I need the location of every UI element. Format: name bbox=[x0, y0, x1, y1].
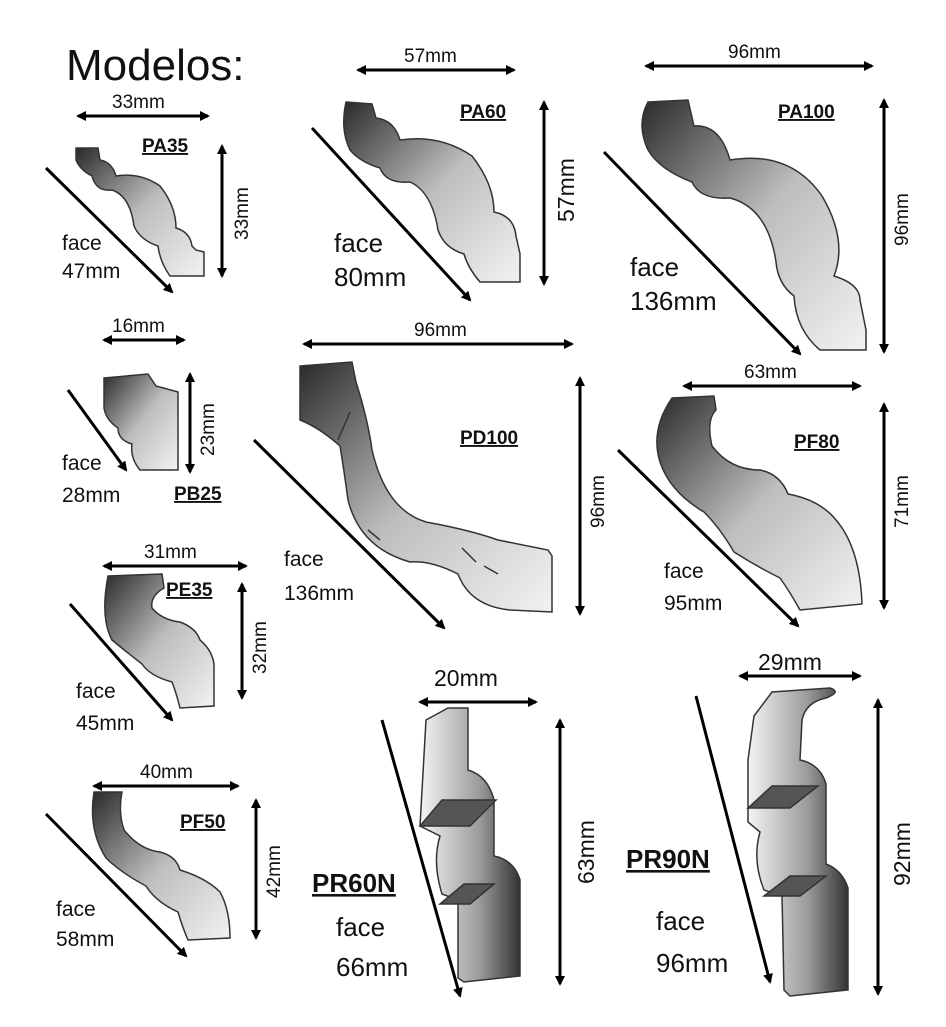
profile-pa100 bbox=[641, 99, 867, 351]
model-pa100: 96mm 96mm PA100 face 136mm bbox=[602, 42, 913, 356]
face-label-pe35: face bbox=[76, 680, 116, 703]
width-label-pe35: 31mm bbox=[144, 542, 197, 563]
face-value-pf50: 58mm bbox=[56, 928, 114, 951]
code-label-pa60: PA60 bbox=[460, 102, 506, 123]
face-label-pd100: face bbox=[284, 548, 324, 571]
profile-pb25 bbox=[103, 373, 179, 471]
face-value-pf80: 95mm bbox=[664, 592, 722, 615]
model-pd100: 96mm 96mm PD100 face 136mm bbox=[252, 320, 609, 630]
code-label-pd100: PD100 bbox=[460, 428, 518, 449]
height-label-pa100: 96mm bbox=[892, 193, 913, 246]
face-value-pr90n: 96mm bbox=[656, 948, 728, 978]
face-value-pa35: 47mm bbox=[62, 260, 120, 283]
width-label-pa60: 57mm bbox=[404, 46, 457, 67]
width-label-pr60n: 20mm bbox=[434, 665, 498, 691]
code-label-pa35: PA35 bbox=[142, 136, 189, 157]
height-label-pb25: 23mm bbox=[198, 403, 219, 456]
profile-pd100 bbox=[299, 361, 553, 613]
height-label-pa35: 33mm bbox=[232, 187, 253, 240]
face-label-pa60: face bbox=[334, 228, 383, 258]
face-label-pr90n: face bbox=[656, 906, 705, 936]
face-label-pf80: face bbox=[664, 560, 704, 583]
model-pr60n: 20mm 63mm PR60N face 66mm bbox=[312, 665, 599, 998]
width-label-pr90n: 29mm bbox=[758, 649, 822, 675]
profile-pr90n bbox=[747, 687, 849, 997]
face-value-pa60: 80mm bbox=[334, 262, 406, 292]
model-pa35: 33mm 33mm PA35 face 47mm bbox=[44, 92, 253, 294]
code-label-pf50: PF50 bbox=[180, 812, 225, 833]
height-label-pr90n: 92mm bbox=[889, 822, 915, 886]
width-label-pb25: 16mm bbox=[112, 316, 165, 337]
code-label-pr90n: PR90N bbox=[626, 844, 710, 874]
face-label-pb25: face bbox=[62, 452, 102, 475]
code-label-pb25: PB25 bbox=[174, 484, 222, 505]
face-label-pf50: face bbox=[56, 898, 96, 921]
face-value-pe35: 45mm bbox=[76, 712, 134, 735]
face-value-pd100: 136mm bbox=[284, 582, 354, 605]
face-label-pr60n: face bbox=[336, 912, 385, 942]
width-label-pf80: 63mm bbox=[744, 362, 797, 383]
height-label-pf50: 42mm bbox=[264, 845, 285, 898]
face-label-pa100: face bbox=[630, 252, 679, 282]
face-value-pb25: 28mm bbox=[62, 484, 120, 507]
code-label-pf80: PF80 bbox=[794, 432, 839, 453]
height-label-pd100: 96mm bbox=[588, 475, 609, 528]
model-pf80: 63mm 71mm PF80 face 95mm bbox=[616, 362, 913, 628]
model-pr90n: 29mm 92mm PR90N face 96mm bbox=[626, 649, 915, 997]
code-label-pa100: PA100 bbox=[778, 102, 835, 123]
code-label-pr60n: PR60N bbox=[312, 868, 396, 898]
model-pf50: 40mm 42mm PF50 face 58mm bbox=[44, 762, 285, 958]
face-value-pr60n: 66mm bbox=[336, 952, 408, 982]
page-title: Modelos: bbox=[66, 41, 245, 90]
profile-pf50 bbox=[91, 791, 231, 941]
width-label-pa100: 96mm bbox=[728, 42, 781, 63]
model-pb25: 16mm 23mm PB25 face 28mm bbox=[62, 316, 222, 507]
code-label-pe35: PE35 bbox=[166, 580, 213, 601]
height-label-pe35: 32mm bbox=[250, 621, 271, 674]
face-value-pa100: 136mm bbox=[630, 286, 717, 316]
profile-pe35 bbox=[104, 573, 215, 709]
model-pa60: 57mm 57mm PA60 face 80mm bbox=[310, 46, 579, 302]
height-label-pf80: 71mm bbox=[892, 475, 913, 528]
width-label-pa35: 33mm bbox=[112, 92, 165, 113]
width-label-pf50: 40mm bbox=[140, 762, 193, 783]
model-pe35: 31mm 32mm PE35 face 45mm bbox=[68, 542, 271, 735]
profile-pa60 bbox=[343, 101, 521, 283]
profile-pa35 bbox=[75, 147, 205, 277]
height-label-pa60: 57mm bbox=[553, 158, 579, 222]
profile-pr60n bbox=[419, 707, 521, 983]
height-label-pr60n: 63mm bbox=[573, 820, 599, 884]
width-label-pd100: 96mm bbox=[414, 320, 467, 341]
face-label-pa35: face bbox=[62, 232, 102, 255]
profile-pf80 bbox=[656, 395, 863, 611]
